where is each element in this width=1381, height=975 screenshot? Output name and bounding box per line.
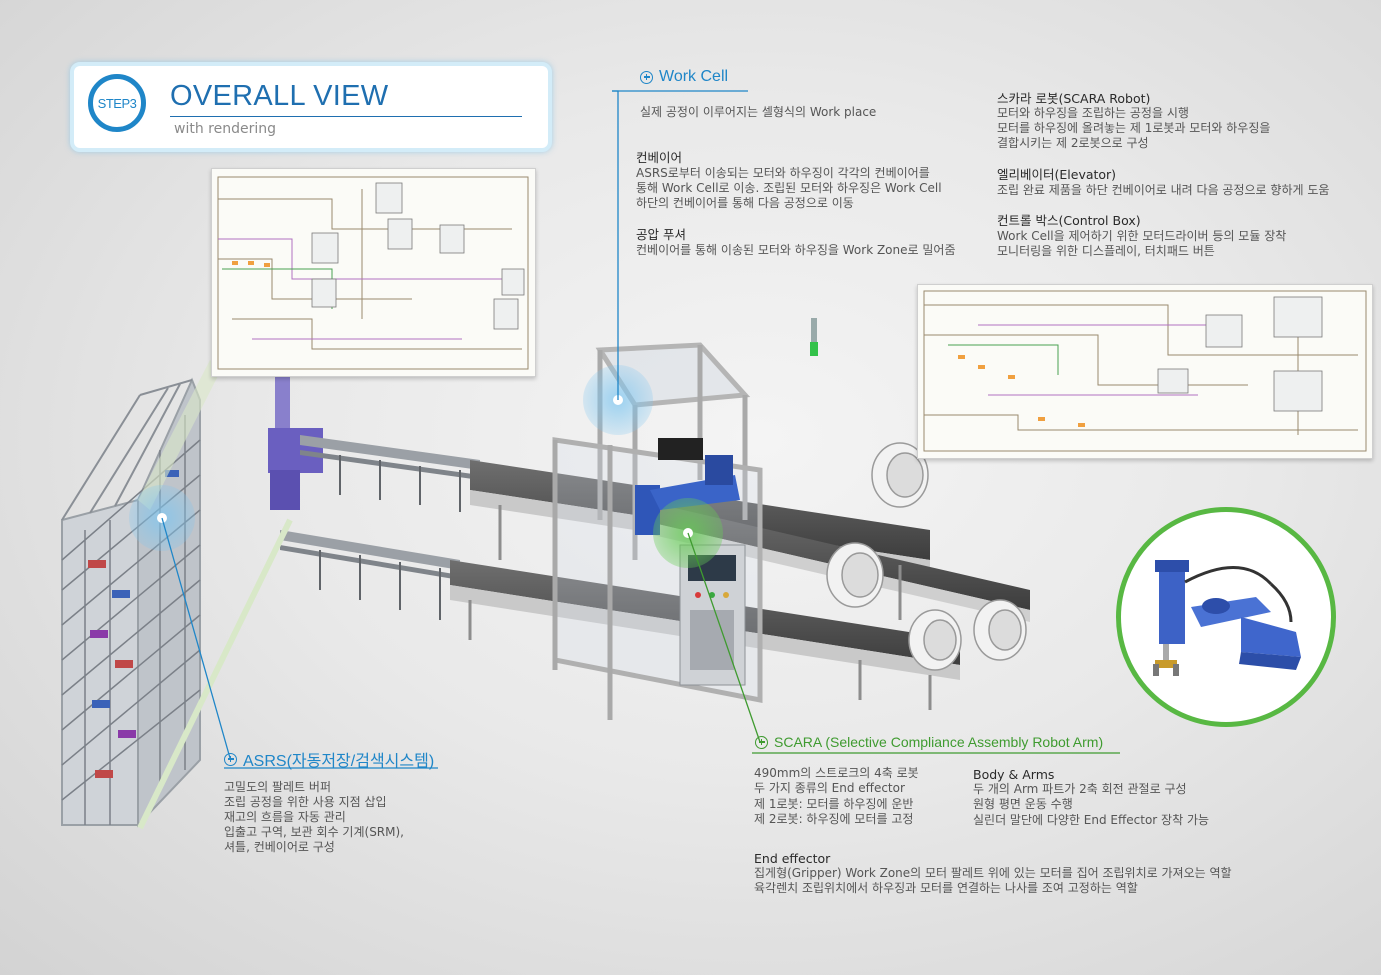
asrs-line: 셔틀, 컨베이어로 구성 xyxy=(224,840,335,854)
scara-robot-in-cell xyxy=(635,438,740,535)
scara-robot-line: 결합시키는 제 2로봇으로 구성 xyxy=(997,136,1149,150)
scara-robot-line: 모터를 하우징에 올려놓는 제 1로봇과 모터와 하우징을 xyxy=(997,121,1271,135)
asrs-rack xyxy=(61,377,201,828)
plus-circle-icon xyxy=(640,70,653,84)
end-effector-heading: End effector xyxy=(754,851,831,866)
body-arms-line: 두 개의 Arm 파트가 2축 회전 관절로 구성 xyxy=(973,782,1187,796)
work-cell-description: 실제 공정이 이루어지는 셀형식의 Work place xyxy=(640,105,877,119)
block-diagram-left xyxy=(211,168,536,377)
scara-heading: SCARA (Selective Compliance Assembly Rob… xyxy=(755,734,1103,750)
conveyor-heading: 컨베이어 xyxy=(636,150,683,165)
asrs-line: 조립 공정을 위한 사용 지점 삽입 xyxy=(224,795,387,809)
conveyor-line: 하단의 컨베이어를 통해 다음 공정으로 이동 xyxy=(636,196,854,210)
scara-robot-illustration xyxy=(1153,560,1301,676)
page-title: OVERALL VIEW xyxy=(170,80,389,112)
conveyor-line: 통해 Work Cell로 이송. 조립된 모터와 하우징은 Work Cell xyxy=(636,181,942,195)
step-badge: STEP3 xyxy=(88,74,146,132)
scara-robot-heading: 스카라 로봇(SCARA Robot) xyxy=(997,91,1151,106)
conveyor-line: ASRS로부터 이송되는 모터와 하우징이 각각의 컨베이어를 xyxy=(636,166,930,180)
end-effector-line: 육각렌치 조립위치에서 하우징과 모터를 연결하는 나사를 조여 고정하는 역할 xyxy=(754,881,1138,895)
asrs-line: 입출고 구역, 보관 회수 기계(SRM), xyxy=(224,825,404,839)
control-box-heading: 컨트롤 박스(Control Box) xyxy=(997,213,1141,228)
signal-tower xyxy=(811,318,817,353)
block-diagram-right xyxy=(917,284,1373,459)
scara-robot-inset xyxy=(1116,507,1336,727)
scara-robot-line: 모터와 하우징을 조립하는 공정을 시행 xyxy=(997,106,1189,120)
block-diagram-right-lines xyxy=(923,290,1367,452)
work-cell-heading: Work Cell xyxy=(640,68,728,86)
pusher-line: 컨베이어를 통해 이송된 모터와 하우징을 Work Zone로 밀어줌 xyxy=(636,243,956,257)
scara-spec-line: 제 1로봇: 모터를 하우징에 운반 xyxy=(754,797,914,811)
work-cell-title: Work Cell xyxy=(659,68,729,85)
scara-leader-line xyxy=(687,532,1120,754)
elevator-heading: 엘리베이터(Elevator) xyxy=(997,167,1117,182)
body-arms-line: 실린더 말단에 다양한 End Effector 장착 가능 xyxy=(973,813,1210,827)
signal-light xyxy=(810,342,818,356)
scara-title: SCARA (Selective Compliance Assembly Rob… xyxy=(774,734,1104,750)
leader-lines xyxy=(161,90,748,769)
plus-circle-icon xyxy=(755,735,768,749)
control-box-line: 모니터링을 위한 디스플레이, 터치패드 버튼 xyxy=(997,244,1215,258)
control-box-line: Work Cell을 제어하기 위한 모터드라이버 등의 모듈 장착 xyxy=(997,229,1287,243)
asrs-line: 재고의 흐름을 자동 관리 xyxy=(224,810,346,824)
motors xyxy=(826,442,1027,671)
elevator-line: 조립 완료 제품을 하단 컨베이어로 내려 다음 공정으로 향하게 도움 xyxy=(997,183,1330,197)
feed-conveyors xyxy=(137,435,480,830)
page-subtitle: with rendering xyxy=(174,121,276,137)
end-effector-line: 집게형(Gripper) Work Zone의 모터 팔레트 위에 있는 모터를… xyxy=(754,866,1232,880)
scara-spec-line: 490mm의 스트로크의 4축 로봇 xyxy=(754,766,919,780)
asrs-title: ASRS(자동저장/검색시스템) xyxy=(243,753,435,770)
scara-spec-line: 제 2로봇: 하우징에 모터를 고정 xyxy=(754,812,914,826)
asrs-heading: ASRS(자동저장/검색시스템) xyxy=(224,747,434,771)
step-banner: STEP3 OVERALL VIEW with rendering xyxy=(70,62,552,152)
scara-spec-line: 두 가지 종류의 End effector xyxy=(754,781,905,795)
asrs-conveyor-rail xyxy=(138,360,222,510)
pusher-heading: 공압 푸셔 xyxy=(636,227,686,242)
body-arms-heading: Body & Arms xyxy=(973,767,1055,782)
body-arms-line: 원형 평면 운동 수행 xyxy=(973,797,1073,811)
plus-circle-icon xyxy=(224,752,237,766)
control-box xyxy=(679,544,746,686)
block-diagram-left-lines xyxy=(217,176,529,370)
title-divider xyxy=(170,116,522,117)
asrs-line: 고밀도의 팔레트 버퍼 xyxy=(224,780,331,794)
